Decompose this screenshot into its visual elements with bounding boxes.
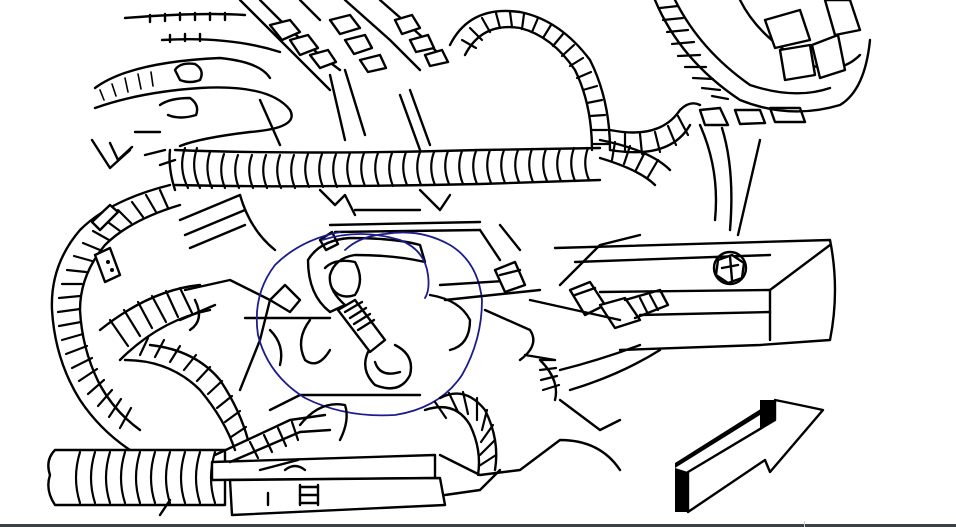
flywheel-ring-gear bbox=[653, 0, 872, 237]
circled-sensor bbox=[268, 230, 472, 390]
annotation-circle bbox=[255, 231, 483, 417]
inner-left-harness bbox=[98, 278, 272, 452]
bottom-window-edge bbox=[0, 524, 956, 527]
arrow-forward-icon bbox=[675, 398, 825, 514]
left-harness-loop bbox=[50, 183, 182, 452]
upper-arching-harness bbox=[448, 9, 702, 187]
fuel-rail-assembly bbox=[238, 0, 450, 152]
lower-harness-bundle bbox=[47, 390, 622, 517]
upper-left-harness-branches bbox=[90, 11, 293, 170]
main-horizontal-harness bbox=[158, 146, 602, 192]
engine-block-midsection bbox=[178, 188, 522, 412]
bottom-divider bbox=[804, 521, 805, 527]
bracket-with-bolt bbox=[553, 238, 837, 432]
electrical-connectors bbox=[438, 233, 670, 402]
